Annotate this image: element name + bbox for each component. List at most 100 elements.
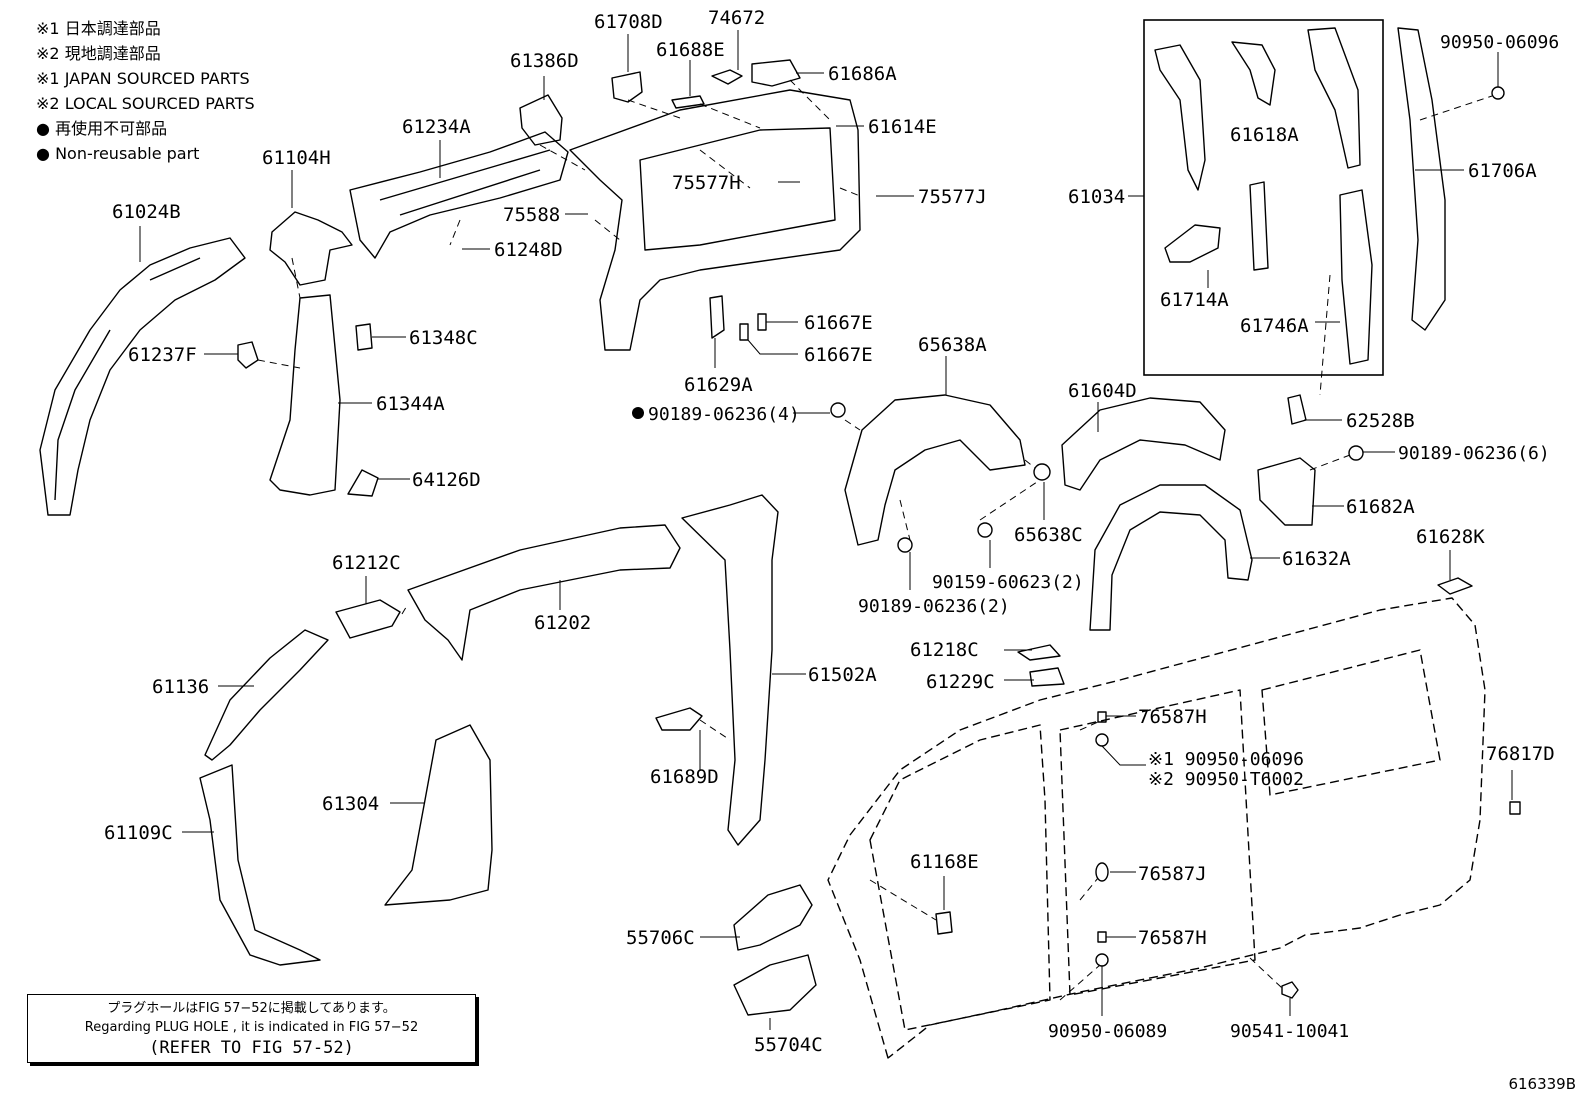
label-90950-06089: 90950-06089 [1048,1021,1167,1042]
legend: ※1 日本調達部品 ※2 現地調達部品 ※1 JAPAN SOURCED PAR… [36,16,255,166]
label-61714a: 61714A [1160,289,1229,311]
part-62528b-shape [1287,394,1307,425]
part-61629a-shape [709,295,725,339]
label-90189-06236-2: 90189-06236(2) [858,596,1010,617]
part-inset-c-shape [1307,27,1361,169]
label-61034: 61034 [1068,186,1125,208]
part-61348c-shape [355,323,373,351]
label-75577j: 75577J [918,186,987,208]
part-61688e-shape [671,95,705,109]
label-61104h: 61104H [262,147,331,169]
part-61618a-shape [1249,181,1269,271]
part-61604d-shape [1061,397,1226,491]
part-74672-shape [711,69,743,85]
part-61746a-shape [1339,189,1373,365]
label-90950-06096: 90950-06096 [1440,32,1559,53]
label-61628k: 61628K [1416,526,1485,548]
legend-row: ※2 LOCAL SOURCED PARTS [36,94,255,113]
label-61632a: 61632A [1282,548,1351,570]
part-64126d-shape [347,469,379,497]
body-quarter-window [1261,649,1441,796]
label-61386d: 61386D [510,50,579,72]
label-61237f: 61237F [128,344,197,366]
body-side-outline [827,597,1486,1059]
clip-90189-b [1348,445,1364,461]
part-61386d-shape [519,94,563,146]
part-61234a-shape [349,131,569,259]
parts-drawings [39,27,1521,1059]
part-61632a-shape [1089,484,1253,631]
clip-90950-06096-right [1491,86,1505,100]
part-61667e-a-shape [757,313,767,331]
part-61024b-detail [54,257,201,501]
label-61218c: 61218C [910,639,979,661]
label-61168e: 61168E [910,851,979,873]
label-65638c: 65638C [1014,524,1083,546]
part-61614e-shape [569,89,861,351]
part-76587j-shape [1095,862,1109,882]
part-61168e-shape [935,911,953,935]
label-90950-06096-k1: ※1 90950-06096 [1148,749,1304,770]
label-61248d: 61248D [494,239,563,261]
part-inset-b-shape [1231,41,1276,106]
label-61344a: 61344A [376,393,445,415]
legend-row: ※1 JAPAN SOURCED PARTS [36,69,250,88]
label-74672: 74672 [708,7,765,29]
part-55706c-shape [733,884,813,951]
label-61708d: 61708D [594,11,663,33]
part-76817d-shape [1509,801,1521,815]
part-61689d-shape [655,707,703,731]
part-61109c-shape [199,764,321,966]
inset-frame [1143,19,1384,376]
part-61614e-window [639,127,836,251]
clip-90189-a [830,402,846,418]
label-61686a: 61686A [828,63,897,85]
diagram-id: 616339B [1508,1075,1576,1093]
label-90541-10041: 90541-10041 [1230,1021,1349,1042]
label-61109c: 61109C [104,822,173,844]
label-61229c: 61229C [926,671,995,693]
label-64126d: 64126D [412,469,481,491]
plug-90950-a [1095,733,1109,747]
part-61686a-shape [751,59,801,87]
plug-90950-b [1095,953,1109,967]
label-55706c: 55706C [626,927,695,949]
part-61304-shape [384,724,493,906]
label-61689d: 61689D [650,766,719,788]
label-61618a: 61618A [1230,124,1299,146]
label-61629a: 61629A [684,374,753,396]
plug-hole-note: プラグホールはFIG 57−52に掲載してあります。 Regarding PLU… [27,994,476,1063]
nonreusable-mark [632,407,644,419]
part-65638a-shape [844,394,1026,546]
label-61202: 61202 [534,612,591,634]
label-90159-60623-2: 90159-60623(2) [932,572,1084,593]
body-door-opening [869,724,1051,1031]
label-61614e: 61614E [868,116,937,138]
part-61234a-detail [379,149,551,216]
legend-row: ● Non-reusable part [36,144,200,163]
label-61212c: 61212C [332,552,401,574]
label-62528b: 62528B [1346,410,1415,432]
part-55704c-shape [733,954,817,1016]
clip-90189-c [897,537,913,553]
part-61229c-shape [1029,667,1065,687]
part-61136-shape [204,629,329,761]
label-76587h-b: 76587H [1138,927,1207,949]
label-55704c: 55704C [754,1034,823,1056]
note-line-jp: プラグホールはFIG 57−52に掲載してあります。 [107,1001,396,1016]
part-76587h-b-shape [1097,931,1107,943]
note-line-en: Regarding PLUG HOLE , it is indicated in… [84,1020,419,1035]
label-61234a: 61234A [402,116,471,138]
part-61218c-shape [1017,644,1061,661]
part-61104h-shape [269,211,353,286]
dashed-connections [257,79,1493,1001]
label-76587h-a: 76587H [1138,706,1207,728]
part-61714a-shape [1164,224,1221,263]
label-90189-06236-6: 90189-06236(6) [1398,443,1550,464]
legend-row: ※2 現地調達部品 [36,44,161,63]
part-61237f-shape [237,341,259,369]
part-61024b-shape [39,237,246,516]
label-61667e-a: 61667E [804,312,873,334]
plug-90541-shape [1281,981,1299,999]
legend-row: ● 再使用不可部品 [36,119,168,138]
